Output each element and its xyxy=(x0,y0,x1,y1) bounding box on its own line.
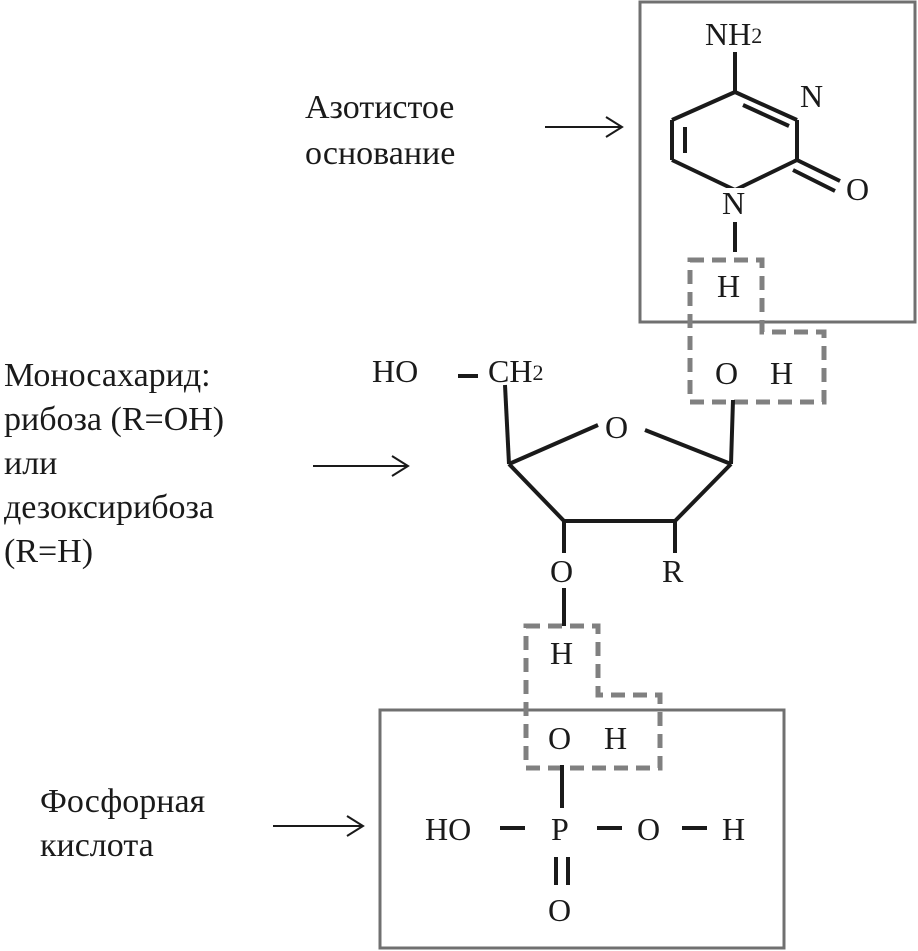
sugar-ch2: CH2 xyxy=(488,353,543,389)
phosphate-bottom-o: O xyxy=(548,892,571,928)
phosphate-structure xyxy=(500,765,707,885)
sugar-c1-h: H xyxy=(770,355,793,391)
phosphate-frame xyxy=(378,708,786,950)
sugar-r: R xyxy=(662,553,684,589)
sugar-label-line5: (R=H) xyxy=(4,533,93,570)
sugar-label-line3: или xyxy=(4,445,57,482)
sugar-c1-o: O xyxy=(715,355,738,391)
base-sugar-dashed-outline xyxy=(687,257,827,405)
base-label-line2: основание xyxy=(305,135,455,172)
sugar-c3-o: O xyxy=(550,553,573,589)
phosphate-label-line2: кислота xyxy=(40,827,154,864)
base-ring-n: N xyxy=(800,78,823,114)
sugar-c3-h: H xyxy=(550,635,573,671)
base-frame xyxy=(638,0,917,324)
phosphate-label-line1: Фосфорная xyxy=(40,783,206,820)
sugar-arrow xyxy=(313,455,410,477)
base-arrow xyxy=(545,116,624,138)
phosphate-arrow xyxy=(273,815,365,837)
sugar-structure xyxy=(458,374,735,626)
base-label-line1: Азотистое xyxy=(305,89,454,126)
base-h: H xyxy=(717,268,740,304)
phosphate-right-o: O xyxy=(637,811,660,847)
sugar-ring-o: O xyxy=(605,409,628,445)
base-carbonyl-o: O xyxy=(846,171,869,207)
sugar-label-line4: дезоксирибоза xyxy=(4,489,214,526)
phosphate-top-o: O xyxy=(548,720,571,756)
phosphate-ho: HO xyxy=(425,811,471,847)
base-nh2: NH2 xyxy=(705,16,762,52)
base-n1: N xyxy=(722,185,745,221)
sugar-phosphate-dashed-outline xyxy=(523,623,663,771)
sugar-ho: HO xyxy=(372,353,418,389)
phosphate-p: P xyxy=(551,811,569,847)
phosphate-top-h: H xyxy=(604,720,627,756)
cytosine-structure xyxy=(670,52,841,252)
sugar-label-line1: Моносахарид: xyxy=(4,357,211,394)
phosphate-right-h: H xyxy=(722,811,745,847)
sugar-label-line2: рибоза (R=OH) xyxy=(4,401,224,438)
